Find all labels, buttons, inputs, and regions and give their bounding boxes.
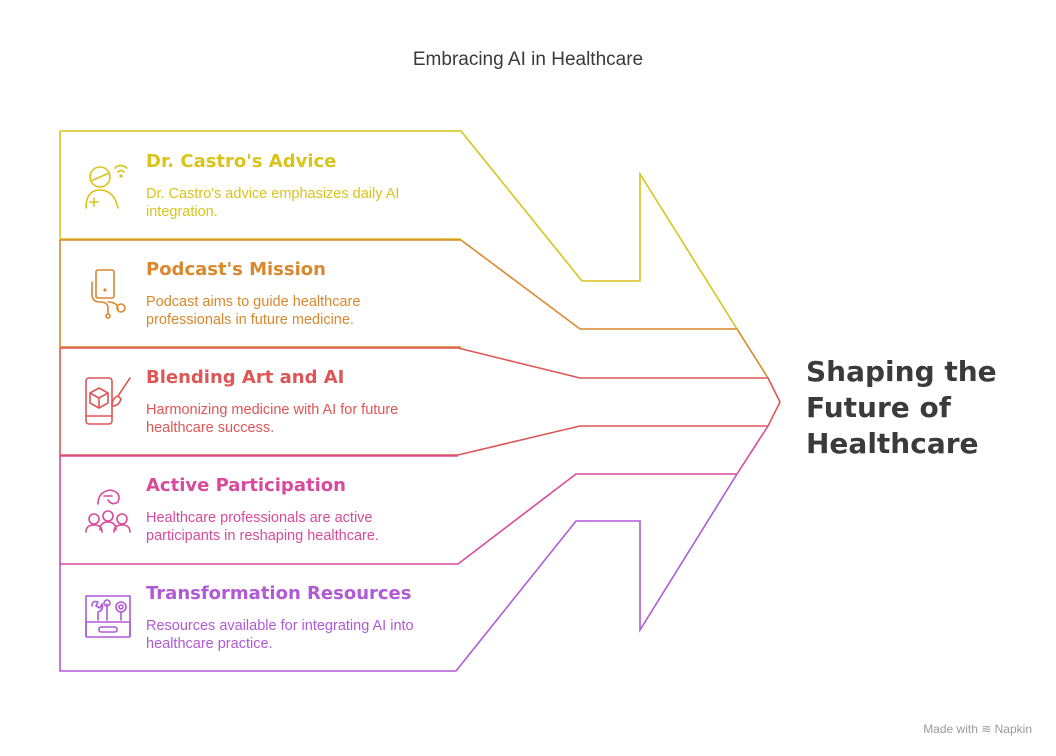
arrow-band-2 [60, 239, 769, 379]
item-description: Podcast aims to guide healthcare profess… [146, 294, 361, 328]
item-title: Podcast's Mission [146, 259, 326, 280]
item-title: Transformation Resources [146, 583, 412, 604]
brand-prefix: Made with [923, 722, 978, 736]
toolbox-icon [85, 595, 131, 638]
arrow-band-3 [59, 347, 781, 456]
item-title: Blending Art and AI [146, 367, 345, 388]
people-hands-icon [85, 489, 131, 533]
result-label: Shaping the Future of Healthcare [806, 355, 997, 460]
phone-cube-brush-icon [85, 377, 131, 425]
stethoscope-phone-icon [91, 269, 126, 319]
arrow-band-2-base [59, 240, 461, 348]
arrow-band-1-base [59, 131, 461, 240]
item-description: Dr. Castro's advice emphasizes daily AI … [146, 186, 400, 220]
arrow-band-5 [59, 473, 738, 672]
person-wifi-icon [85, 164, 128, 209]
item-title: Active Participation [146, 475, 346, 496]
item-title: Dr. Castro's Advice [146, 151, 337, 172]
item-active-participation: Active Participation Healthcare professi… [146, 475, 446, 545]
arrow-band-1 [60, 130, 738, 330]
brand-name: Napkin [994, 722, 1032, 736]
napkin-logo-icon: ≋ [981, 722, 992, 736]
item-transformation-resources: Transformation Resources Resources avail… [146, 583, 446, 653]
item-description: Resources available for integrating AI i… [146, 618, 414, 652]
page-title: Embracing AI in Healthcare [412, 49, 644, 70]
item-description: Harmonizing medicine with AI for future … [146, 402, 399, 436]
napkin-brand: Made with ≋ Napkin [923, 721, 1032, 736]
item-dr-castros-advice: Dr. Castro's Advice Dr. Castro's advice … [146, 151, 446, 221]
item-blending-art-and-ai: Blending Art and AI Harmonizing medicine… [146, 367, 446, 437]
item-podcasts-mission: Podcast's Mission Podcast aims to guide … [146, 259, 446, 329]
item-description: Healthcare professionals are active part… [146, 510, 379, 544]
